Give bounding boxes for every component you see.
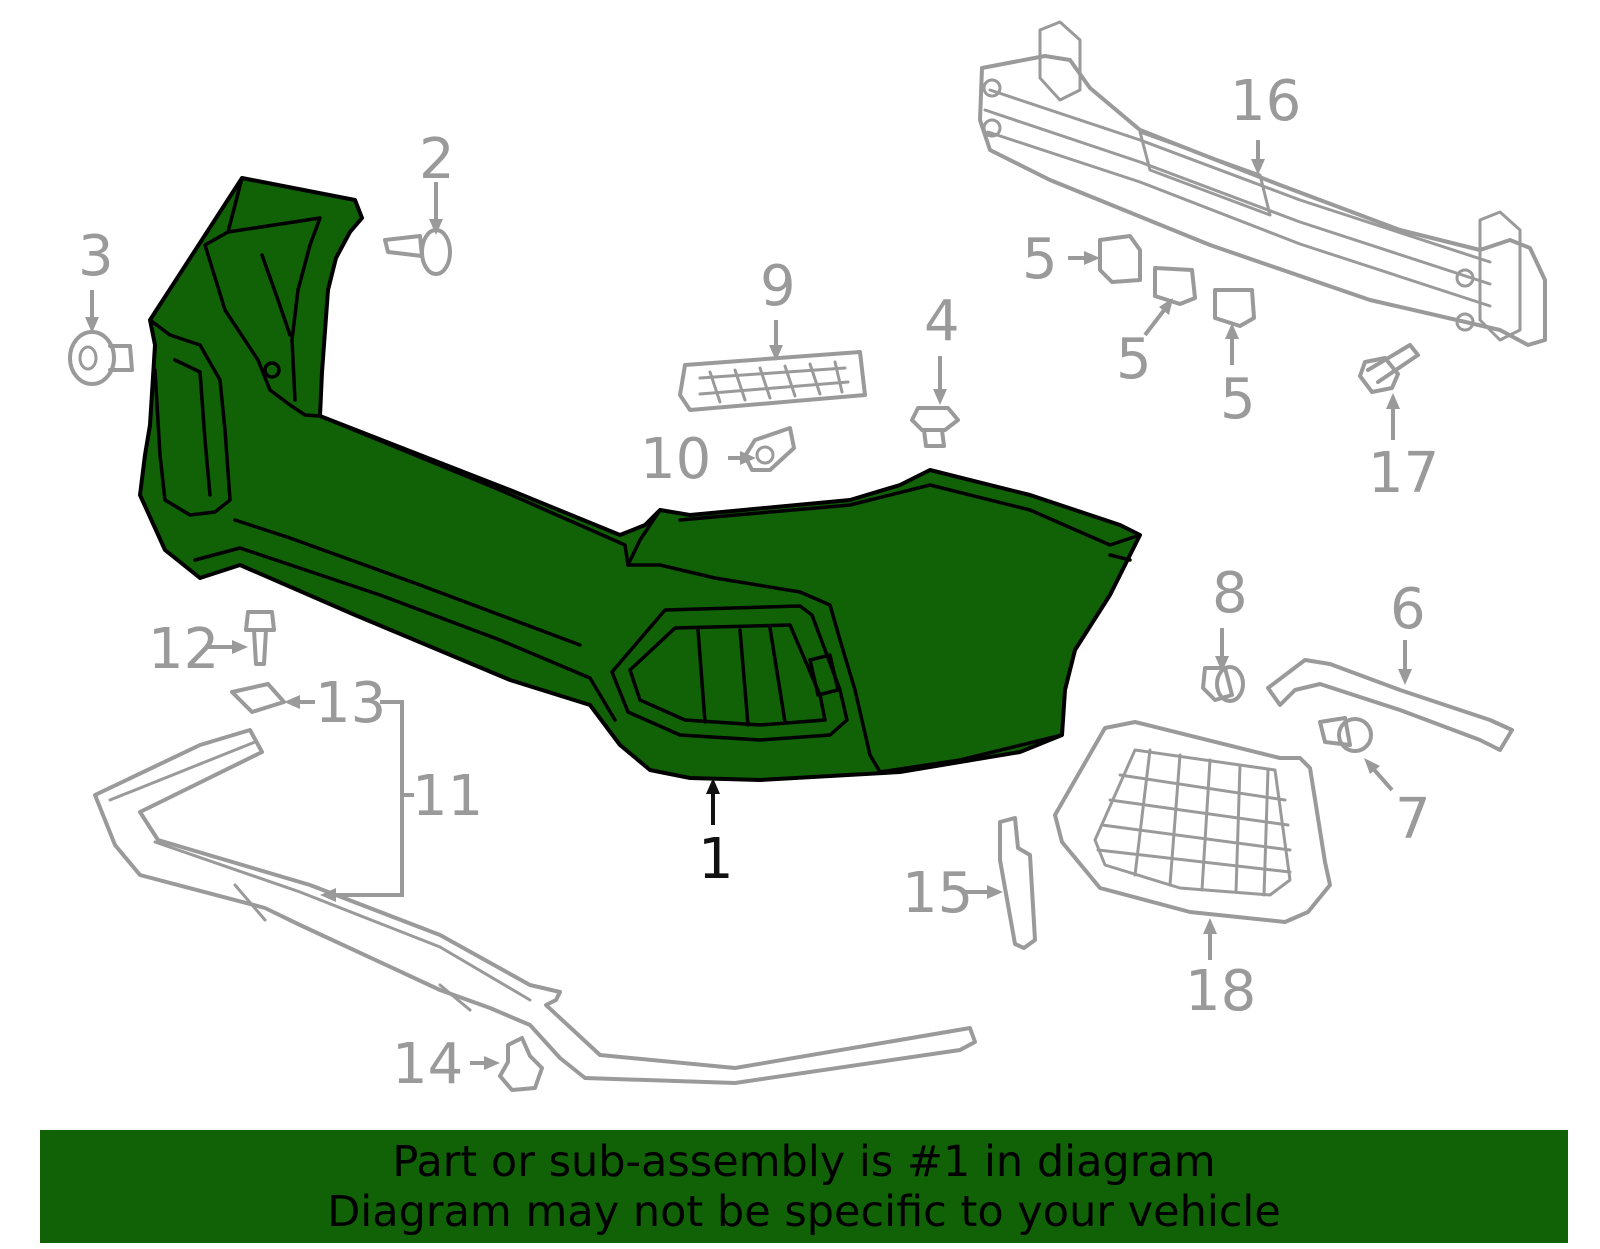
push-clip-part-14[interactable] [498,1036,544,1092]
grille-part-18[interactable] [1053,720,1332,924]
callout-6: 6 [1390,577,1426,642]
callout-9: 9 [760,254,796,319]
screw-part-7[interactable] [1318,716,1373,753]
callout-18: 18 [1185,959,1256,1024]
pad-part-5-b[interactable] [1153,266,1197,306]
callout-5-b: 5 [1116,327,1152,392]
callout-11: 11 [412,764,483,829]
bolt-part-17[interactable] [1358,343,1420,394]
air-deflector-part-11[interactable] [93,728,977,1085]
impact-bar-part-16[interactable] [978,20,1547,347]
bumper-cover-part-1[interactable] [138,176,1142,782]
callout-3: 3 [78,224,114,289]
callout-8: 8 [1212,561,1248,626]
grommet-part-3[interactable] [68,330,134,386]
callout-14: 14 [392,1032,463,1097]
callout-16: 16 [1230,69,1301,134]
callout-12: 12 [148,617,219,682]
screw-part-12[interactable] [244,610,276,666]
push-clip-part-4[interactable] [910,406,960,448]
pad-part-5-a[interactable] [1098,234,1142,284]
leader-lines [85,140,1412,1070]
info-banner: Part or sub-assembly is #1 in diagram Di… [40,1130,1568,1243]
callout-numbers: 1 2 3 4 5 5 5 6 7 8 9 10 11 12 13 14 15 … [78,69,1439,1097]
callout-10: 10 [640,427,711,492]
callout-5-a: 5 [1022,227,1058,292]
bolt-part-2[interactable] [383,228,452,276]
strip-part-15[interactable] [998,816,1037,950]
callout-17: 17 [1368,441,1439,506]
callout-5-c: 5 [1220,367,1256,432]
banner-line-disclaimer: Diagram may not be specific to your vehi… [327,1186,1281,1237]
nut-part-13[interactable] [230,682,286,714]
callout-1: 1 [698,827,734,892]
bracket-part-9[interactable] [678,350,867,412]
nut-part-8[interactable] [1201,665,1245,703]
pad-part-5-c[interactable] [1213,288,1256,328]
callout-4: 4 [924,289,960,354]
banner-line-part-number: Part or sub-assembly is #1 in diagram [392,1136,1216,1187]
callout-7: 7 [1395,787,1431,852]
callout-2: 2 [419,127,455,192]
callout-15: 15 [902,861,973,926]
callout-13: 13 [315,671,386,736]
clip-part-10[interactable] [743,426,796,472]
bracket-part-6[interactable] [1266,658,1514,752]
